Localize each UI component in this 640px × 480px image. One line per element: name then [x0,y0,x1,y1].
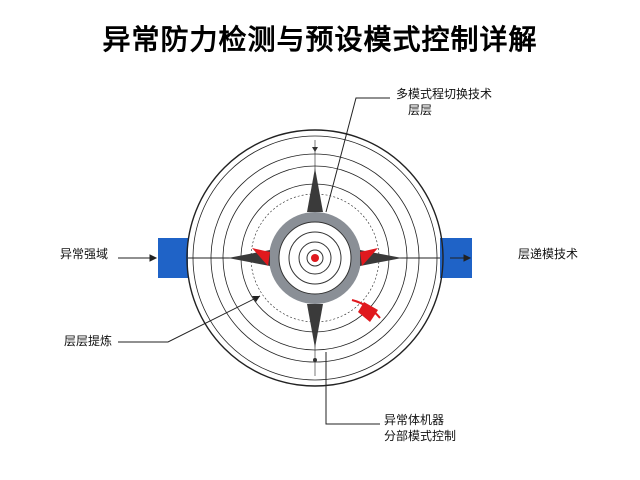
center-dot [311,254,319,262]
label-top: 多模式程切换技术 层层 [396,87,493,117]
label-right: 层递模技术 [518,247,579,261]
left-input-box [158,238,188,278]
red-accents [252,248,378,322]
label-lower-left: 层层提炼 [64,334,113,348]
central-hub [269,212,361,304]
diagram-title: 异常防力检测与预设模式控制详解 [102,23,538,56]
label-left: 异常强域 [60,247,109,261]
label-bottom: 异常体机器 分部模式控制 [384,413,457,443]
